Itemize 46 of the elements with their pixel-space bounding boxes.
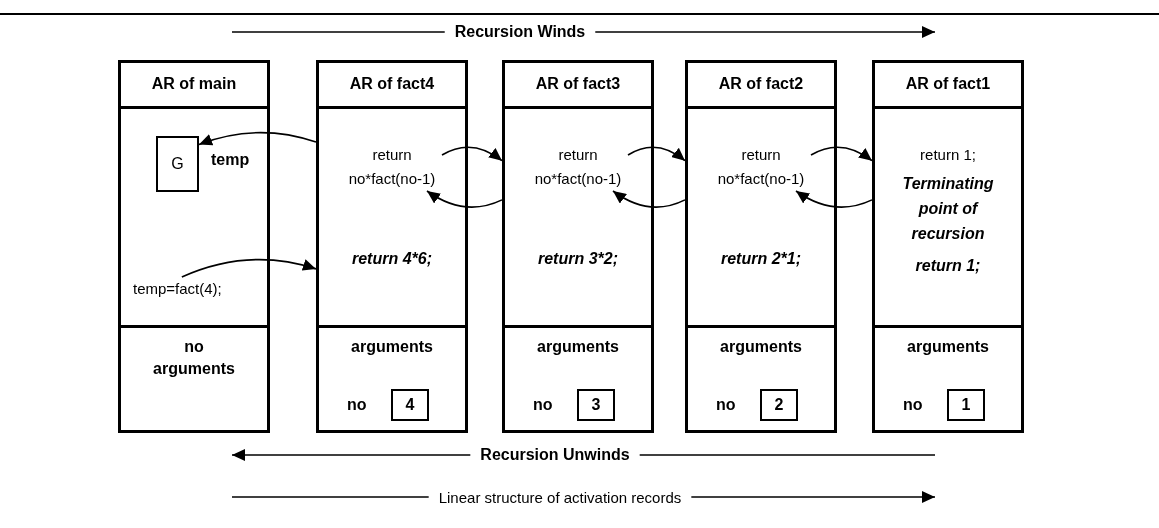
arrow — [810, 146, 873, 162]
record-heading: AR of fact1 — [875, 63, 1021, 109]
variable-label: temp — [211, 151, 250, 169]
record-heading: AR of fact3 — [505, 63, 651, 109]
section-label: arguments — [536, 337, 620, 357]
arrow — [441, 146, 503, 162]
arrow — [181, 258, 317, 278]
code-text: return 1; — [920, 143, 976, 167]
return-statement: return 1; — [914, 256, 982, 276]
arrow — [627, 146, 686, 162]
return-statement: return 2*1; — [720, 249, 802, 269]
section-label: arguments — [719, 337, 803, 357]
code-text: return no*fact(no-1) — [528, 143, 628, 191]
activation-record-box — [502, 60, 654, 433]
activation-record-box — [685, 60, 837, 433]
arrow — [612, 190, 686, 208]
value-box: 3 — [577, 389, 615, 421]
value-box: 2 — [760, 389, 798, 421]
arrow — [795, 190, 873, 208]
return-statement: return 4*6; — [351, 249, 433, 269]
section-label: arguments — [350, 337, 434, 357]
code-text: temp=fact(4); — [133, 277, 222, 301]
note-text: Terminating point of recursion — [901, 174, 995, 244]
record-heading: AR of fact4 — [319, 63, 465, 109]
arrow-label: Recursion Unwinds — [480, 446, 630, 464]
record-heading: AR of main — [121, 63, 267, 109]
code-text: return no*fact(no-1) — [342, 143, 442, 191]
activation-record-box — [872, 60, 1024, 433]
section-label: no arguments — [152, 337, 236, 379]
parameter-label: no — [533, 396, 553, 414]
parameter-label: no — [903, 396, 923, 414]
return-statement: return 3*2; — [537, 249, 619, 269]
section-label: arguments — [906, 337, 990, 357]
record-heading: AR of fact2 — [688, 63, 834, 109]
parameter-label: no — [716, 396, 736, 414]
parameter-label: no — [347, 396, 367, 414]
arrow — [426, 190, 503, 208]
arrow — [198, 131, 317, 146]
value-box: G — [156, 136, 199, 192]
arrow-label: Recursion Winds — [454, 23, 586, 41]
value-box: 1 — [947, 389, 985, 421]
code-text: return no*fact(no-1) — [711, 143, 811, 191]
arrow-label: Linear structure of activation records — [438, 488, 682, 506]
value-box: 4 — [391, 389, 429, 421]
activation-record-box — [316, 60, 468, 433]
activation-record-box — [118, 60, 270, 433]
